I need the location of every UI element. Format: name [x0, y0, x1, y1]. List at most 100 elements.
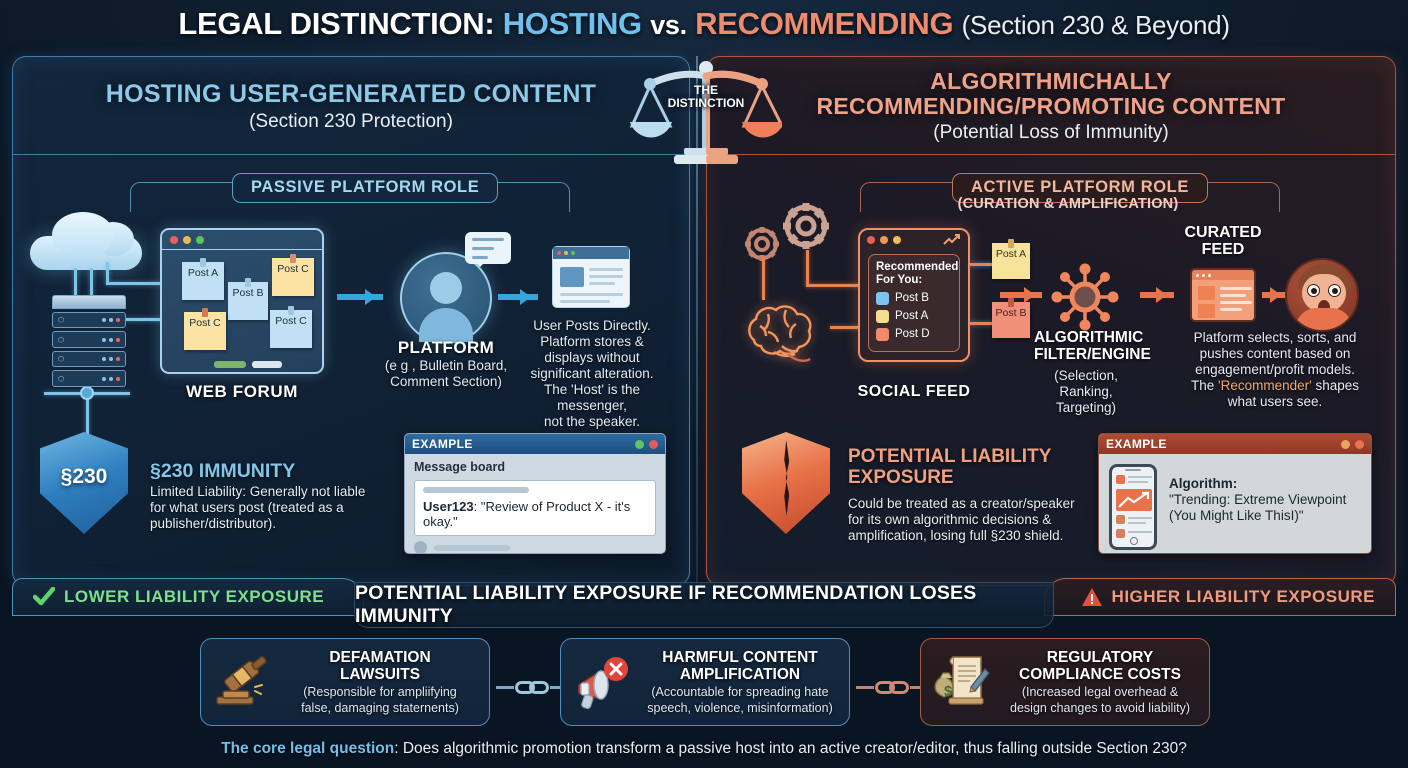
harmful-card-text: HARMFUL CONTENT AMPLIFICATION (Accountab…: [641, 649, 839, 716]
trending-up-icon: [943, 234, 960, 245]
engine-title: ALGORITHMIC FILTER/ENGINE: [1034, 329, 1151, 363]
floating-note-post-a[interactable]: Post A: [992, 239, 1030, 279]
feed-titlebar: [860, 230, 968, 250]
behavior-text-pre: Platform selects, sorts, and pushes cont…: [1190, 330, 1357, 393]
example-dot-orange[interactable]: [1341, 439, 1350, 449]
forum-note-post-c-1[interactable]: Post C: [272, 254, 314, 296]
webpage-preview-icon: [552, 246, 630, 308]
harmful-title-line2: AMPLIFICATION: [679, 665, 801, 683]
recommending-subheading: (Potential Loss of Immunity): [933, 121, 1169, 143]
example-quote-row: User123: "Review of Product X - it's oka…: [423, 499, 647, 529]
floating-note-post-b[interactable]: Post B: [992, 298, 1030, 338]
harmful-content-card[interactable]: HARMFUL CONTENT AMPLIFICATION (Accountab…: [560, 638, 850, 726]
example-titlebar: EXAMPLE: [405, 434, 665, 454]
forum-bar-gray: [252, 361, 282, 368]
defamation-card-text: DEFAMATION LAWSUITS (Responsible for amp…: [281, 649, 479, 716]
note-label: Post C: [275, 315, 307, 327]
arrow-curated-to-user: [1262, 287, 1288, 303]
behavior-line-1: User Posts Directly.: [533, 318, 651, 333]
liability-title: POTENTIAL LIABILITY EXPOSURE: [848, 446, 1052, 488]
regulatory-sub-line1: (Increased legal overhead &: [1021, 684, 1179, 699]
social-feed-window[interactable]: Recommended For You: Post B Post A Post …: [858, 228, 970, 362]
bottom-banner: POTENTIAL LIABILITY EXPOSURE IF RECOMMEN…: [354, 582, 1054, 628]
liability-title-line1: POTENTIAL LIABILITY: [848, 446, 1052, 467]
feed-item-post-a[interactable]: Post A: [876, 309, 952, 323]
hosting-example-window[interactable]: EXAMPLE Message board User123: "Review o…: [404, 433, 666, 554]
platform-subtitle: (e g , Bulletin Board, Comment Section): [368, 358, 524, 390]
shield-label: §230: [60, 465, 108, 488]
broken-shield-icon: [742, 432, 830, 534]
example-header-label: EXAMPLE: [1106, 437, 1167, 451]
forum-note-post-a[interactable]: Post A: [182, 258, 224, 300]
forum-bar-green: [214, 361, 246, 368]
footer-question-text: : Does algorithmic promotion transform a…: [394, 740, 1187, 757]
defamation-lawsuits-card[interactable]: DEFAMATION LAWSUITS (Responsible for amp…: [200, 638, 490, 726]
web-forum-caption: WEB FORUM: [185, 382, 299, 401]
regulatory-card-text: REGULATORY COMPLIANCE COSTS (Increased l…: [1001, 649, 1199, 716]
regulatory-title-line2: COMPLIANCE COSTS: [1019, 665, 1181, 683]
forum-note-post-c-2[interactable]: Post C: [184, 308, 226, 350]
gear-feed-line-v: [806, 250, 809, 286]
behavior-line-3: displays without: [544, 349, 640, 365]
arrow-feed-to-engine: [1000, 287, 1042, 303]
example-skeleton-bar: [423, 487, 529, 493]
example-algorithm-text: Algorithm: "Trending: Extreme Viewpoint …: [1169, 464, 1346, 525]
recommending-heading-line1: ALGORITHMICHALLY: [930, 68, 1172, 94]
example-subtitle: Message board: [414, 460, 506, 474]
title-suffix: (Section 230 & Beyond): [961, 10, 1230, 40]
platform-title: PLATFORM: [397, 338, 495, 357]
social-feed-caption: SOCIAL FEED: [857, 383, 971, 400]
smartphone-icon: [1109, 464, 1157, 550]
engine-subtitle: (Selection, Ranking, Targeting): [1026, 368, 1146, 416]
behavior-line-4: significant alteration.: [530, 365, 654, 381]
cloud-icon: [30, 212, 142, 270]
passive-platform-role-pill: PASSIVE PLATFORM ROLE: [232, 173, 499, 203]
arrow-platform-to-page: [498, 289, 538, 305]
note-label: Post B: [232, 287, 264, 299]
engine-title-line1: ALGORITHMIC: [1034, 329, 1144, 346]
chain-link-right: [856, 681, 928, 694]
balance-scale-icon: THE DISTINCTION: [629, 56, 785, 168]
behavior-text-post: shapes what users see.: [1227, 377, 1359, 409]
footer-question: The core legal question: Does algorithmi…: [0, 740, 1408, 758]
regulatory-sub-line2: design changes to avoid liability): [1010, 701, 1190, 716]
recommending-heading-line2: RECOMMENDING/PROMOTING CONTENT: [816, 92, 1286, 119]
feed-title-line1: Recommended: [876, 261, 959, 273]
example-footer-row: [414, 541, 656, 553]
higher-liability-badge: HIGHER LIABILITY EXPOSURE: [1044, 578, 1396, 616]
example-line2: (You Might Like ThisI)": [1169, 508, 1304, 524]
hosting-panel-header: HOSTING USER-GENERATED CONTENT (Section …: [13, 57, 689, 155]
note-label: Post A: [995, 248, 1027, 260]
page-title: LEGAL DISTINCTION: HOSTING vs. RECOMMEND…: [0, 6, 1408, 42]
note-label: Post B: [995, 307, 1027, 319]
example-footer-bar: [434, 544, 510, 551]
immunity-body: Limited Liability: Generally not liable …: [150, 484, 366, 532]
recommending-panel-header: ALGORITHMICHALLY RECOMMENDING/PROMOTING …: [707, 57, 1395, 155]
scale-label-line1: THE: [694, 83, 718, 97]
behavior-line-6: not the speaker.: [543, 413, 641, 429]
feed-item-post-b[interactable]: Post B: [876, 291, 952, 305]
harmful-title-line1: HARMFUL CONTENT: [662, 648, 818, 666]
cloud-forum-line-v: [106, 262, 109, 284]
example-dot-green[interactable]: [635, 439, 644, 449]
harmful-sub-line1: (Accountable for spreading hate: [651, 684, 829, 699]
brain-feed-line: [830, 326, 860, 329]
higher-liability-label: HIGHER LIABILITY EXPOSURE: [1111, 587, 1375, 606]
hosting-heading: HOSTING USER-GENERATED CONTENT: [105, 80, 597, 108]
gavel-icon: [211, 651, 273, 713]
regulatory-costs-card[interactable]: $ REGULATORY COMPLIANCE COSTS (Increased…: [920, 638, 1210, 726]
gear-feed-line-h: [806, 284, 860, 287]
example-titlebar: EXAMPLE: [1099, 434, 1371, 454]
recommending-example-window[interactable]: EXAMPLE Al: [1098, 433, 1372, 554]
web-forum-window[interactable]: Post A Post B Post C Post C Post C: [160, 228, 324, 374]
defamation-title-line1: DEFAMATION: [329, 648, 431, 666]
forum-note-post-c-3[interactable]: Post C: [270, 306, 312, 348]
feed-item-post-d[interactable]: Post D: [876, 327, 952, 341]
forum-note-post-b[interactable]: Post B: [228, 278, 268, 320]
note-label: Post C: [189, 317, 221, 329]
feed-title-line2: For You:: [876, 273, 923, 286]
immunity-title: §230 IMMUNITY: [150, 460, 296, 482]
example-quote: : "Review of Product X - it's okay.": [423, 499, 631, 529]
example-dot-red[interactable]: [649, 439, 658, 449]
example-dot-red[interactable]: [1355, 439, 1364, 449]
